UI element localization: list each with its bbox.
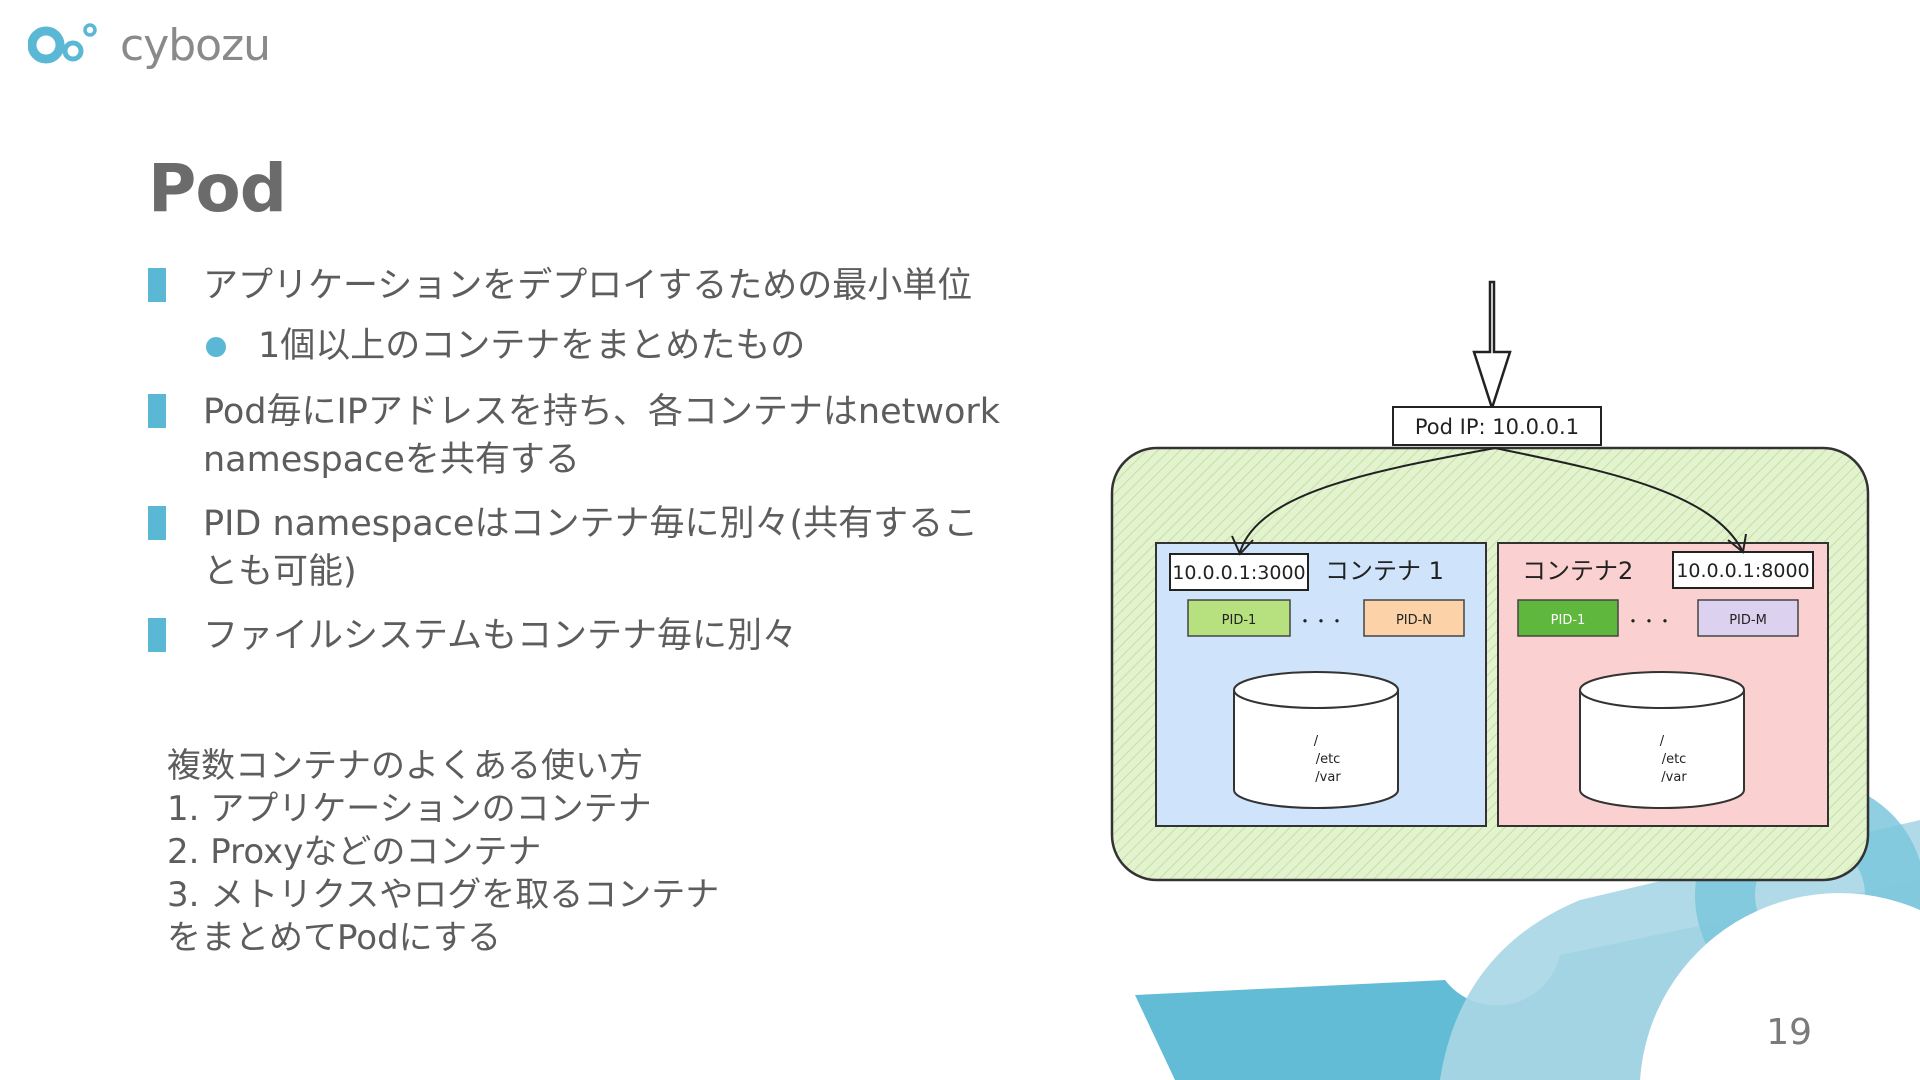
container2-filesystem (1579, 690, 1745, 809)
usage-item: 3. メトリクスやログを取るコンテナ (167, 875, 720, 915)
sub-bullet-dot (206, 337, 226, 357)
container1-port-box (1169, 553, 1309, 591)
cybozu-logo: cybozu (28, 18, 271, 72)
pod-ip-label: Pod IP: 10.0.0.1 (1415, 415, 1579, 439)
container1-pid-first (1187, 599, 1291, 637)
container2-port-box (1672, 551, 1814, 589)
usage-item: 1. アプリケーションのコンテナ (167, 789, 652, 829)
sub-bullet-item: 1個以上のコンテナをまとめたもの (148, 322, 1008, 370)
route-arrow-container1 (1239, 447, 1496, 553)
container2-port: 10.0.0.1:8000 (1676, 560, 1809, 582)
bullet-text: PID namespaceはコンテナ毎に別々(共有することも可能) (203, 504, 979, 592)
container2-pid-last-label: PID-M (1729, 613, 1767, 628)
usage-footer: をまとめてPodにする (167, 918, 502, 958)
bullet-marker (148, 506, 166, 540)
container2-fs-var: /var (1661, 770, 1687, 785)
bullet-item: PID namespaceはコンテナ毎に別々(共有することも可能) (148, 500, 1008, 596)
bullet-text: アプリケーションをデプロイするための最小単位 (203, 266, 973, 306)
page-number: 19 (1766, 1012, 1812, 1053)
container1-pid-first-label: PID-1 (1222, 613, 1257, 628)
container2-fs-etc: /etc (1662, 752, 1687, 767)
bullet-item: Pod毎にIPアドレスを持ち、各コンテナはnetwork namespaceを共… (148, 388, 1008, 484)
route-arrow-container2 (1494, 447, 1743, 551)
bullet-item: アプリケーションをデプロイするための最小単位 (148, 262, 1008, 310)
bullet-marker (148, 394, 166, 428)
container2-name: コンテナ2 (1522, 557, 1633, 585)
container1-filesystem-top (1233, 671, 1399, 709)
route-arrowhead-container1 (1231, 535, 1254, 556)
container1-ellipsis: ・・・ (1297, 612, 1345, 631)
container2-pid-first-label: PID-1 (1551, 613, 1586, 628)
usage-block: 複数コンテナのよくある使い方 1. アプリケーションのコンテナ 2. Proxy… (167, 745, 719, 960)
container1-pid-last-label: PID-N (1396, 613, 1432, 628)
container1-filesystem (1233, 690, 1399, 809)
container2-filesystem-top (1579, 671, 1745, 709)
container1-fs-etc: /etc (1316, 752, 1341, 767)
container2-pid-first (1517, 599, 1619, 637)
ingress-arrow (1472, 280, 1512, 413)
sub-bullet-text: 1個以上のコンテナをまとめたもの (258, 326, 806, 366)
container1-fs-var: /var (1315, 770, 1341, 785)
container1-fs-root: / (1314, 734, 1319, 749)
cybozu-logo-icon (28, 23, 97, 64)
container2-ellipsis: ・・・ (1625, 612, 1673, 631)
usage-heading: 複数コンテナのよくある使い方 (167, 746, 643, 786)
container2-pid-last (1697, 599, 1799, 637)
container1-port: 10.0.0.1:3000 (1172, 562, 1305, 584)
container1-pid-last (1363, 599, 1465, 637)
bullet-text: ファイルシステムもコンテナ毎に別々 (203, 616, 797, 656)
container1-name: コンテナ 1 (1325, 557, 1444, 585)
pod-diagram: Pod IP: 10.0.0.1 10.0.0.1:3000 コンテナ 1 PI… (1110, 280, 1870, 882)
route-arrowhead-container2 (1727, 533, 1747, 554)
pod-ip-label-box (1392, 406, 1602, 446)
bullet-marker (148, 268, 166, 302)
logo-text: cybozu (120, 19, 271, 71)
bullet-list: アプリケーションをデプロイするための最小単位 1個以上のコンテナをまとめたもの … (148, 262, 1008, 676)
bullet-marker (148, 618, 166, 652)
bullet-item: ファイルシステムもコンテナ毎に別々 (148, 612, 1008, 660)
bullet-text: Pod毎にIPアドレスを持ち、各コンテナはnetwork namespaceを共… (203, 392, 1001, 480)
slide-title: Pod (148, 150, 287, 227)
usage-item: 2. Proxyなどのコンテナ (167, 832, 542, 872)
container2-fs-root: / (1660, 734, 1665, 749)
